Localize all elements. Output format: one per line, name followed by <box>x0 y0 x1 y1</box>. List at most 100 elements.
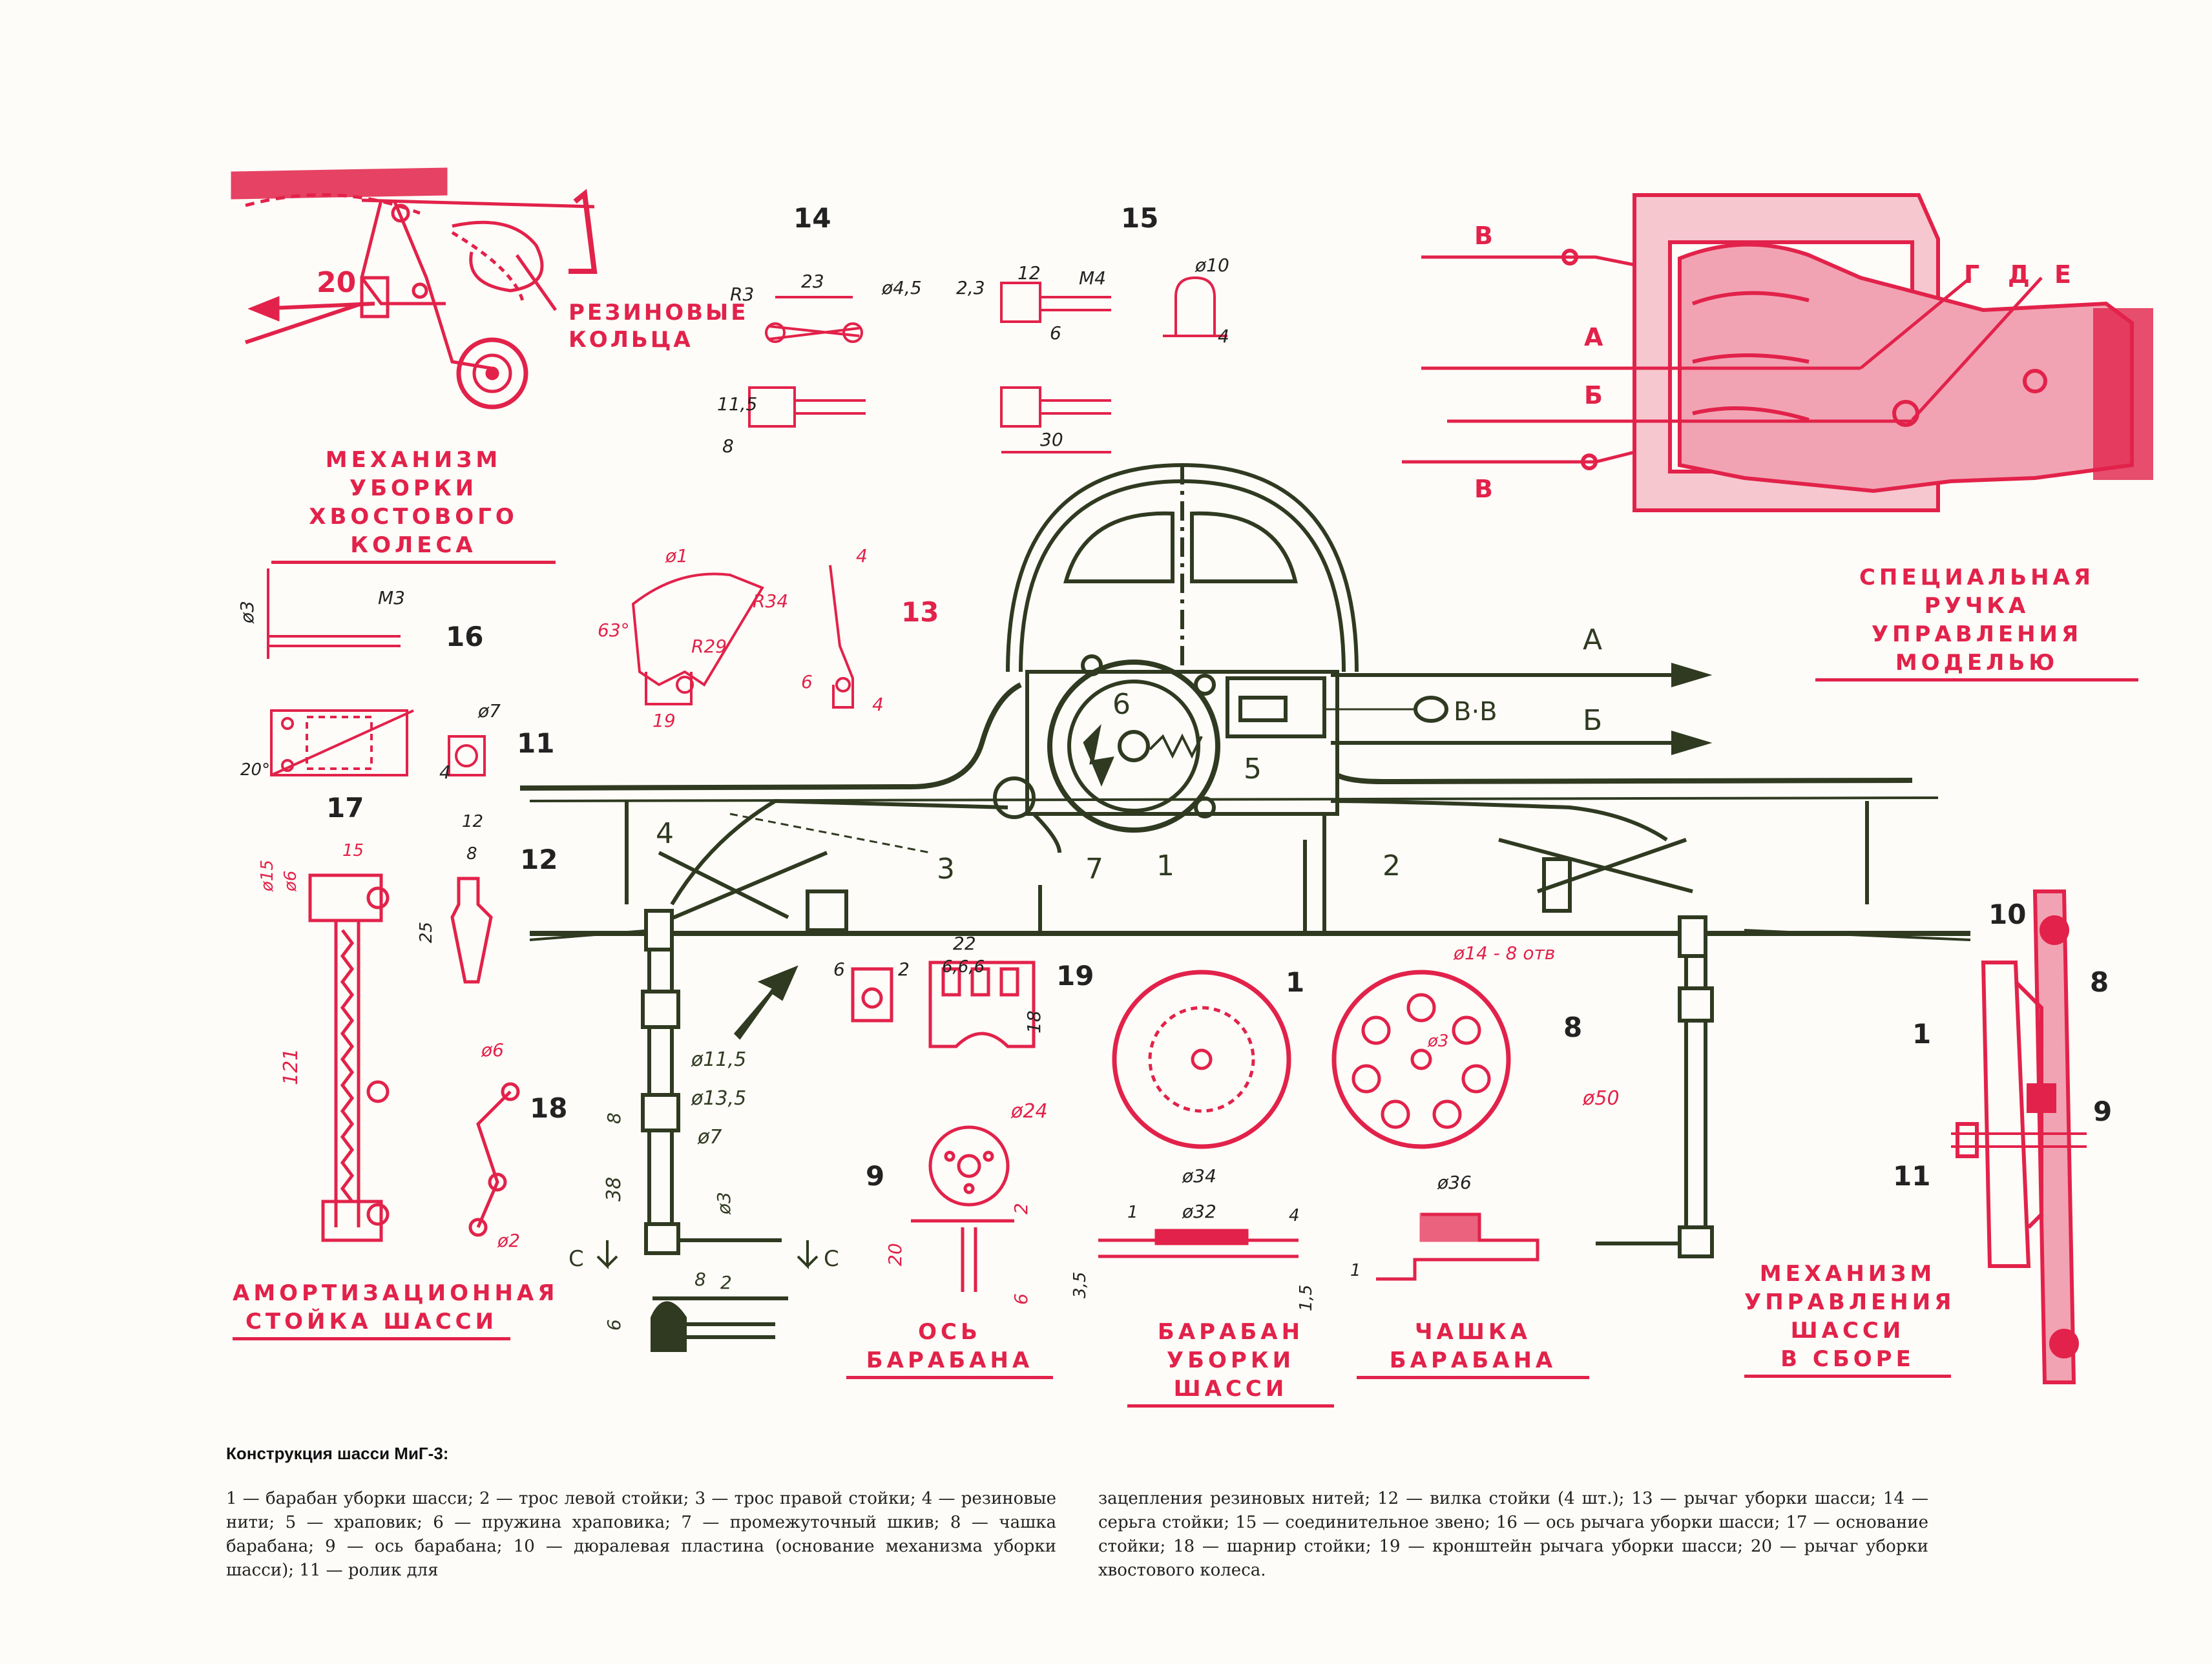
main-part-5: 5 <box>1244 753 1262 785</box>
caption-left-column: 1 — барабан уборки шасси; 2 — трос левой… <box>226 1489 1056 1580</box>
cable-a-arrow: А <box>1583 623 1602 656</box>
dim-11-d7: ø7 <box>477 700 501 722</box>
dim-19-6: 6 <box>833 959 845 980</box>
title-shock-strut-line2: СТОЙКА ШАССИ <box>233 1307 510 1340</box>
part-18-label: 18 <box>530 1092 567 1124</box>
cable-b-arrow: Б <box>1583 704 1602 737</box>
main-part-1: 1 <box>1156 849 1174 882</box>
assembly-drawing <box>1951 889 2087 1384</box>
asm-part-1: 1 <box>1912 1018 1931 1050</box>
dim-14-23: 23 <box>801 271 824 292</box>
dim-12-8: 8 <box>466 844 477 864</box>
part-1-drum-label: 1 <box>1286 966 1304 998</box>
dim-12-25: 25 <box>417 922 436 943</box>
main-part-4: 4 <box>656 817 674 850</box>
dim-d10-4: 4 <box>1218 326 1229 347</box>
part-19-label: 19 <box>1056 960 1094 992</box>
title-assembly-line1: МЕХАНИЗМ <box>1759 1261 1936 1287</box>
parts-14-15 <box>748 276 1227 453</box>
title-assembly-line4: В СБОРЕ <box>1744 1345 1951 1378</box>
dim-14-d45: ø4,5 <box>881 277 922 298</box>
title-shock-strut: АМОРТИЗАЦИОННАЯ СТОЙКА ШАССИ <box>233 1279 559 1340</box>
dim-axle-20: 20 <box>884 1243 906 1266</box>
title-drum-axle-line1: ОСЬ БАРАБАНА <box>846 1318 1053 1379</box>
cable-d: Д <box>2008 260 2030 289</box>
dim-13-19: 19 <box>652 710 676 731</box>
cable-v-top: В <box>1474 222 1493 250</box>
dim-17-20: 20° <box>240 760 270 780</box>
dim-13-r29: R29 <box>691 636 727 657</box>
dim-16-d3: ø3 <box>236 601 258 624</box>
dim-15-12: 12 <box>1017 262 1041 284</box>
cable-vv-label: В·В <box>1454 697 1497 727</box>
rubber-rings-label-2: КОЛЬЦА <box>569 327 693 353</box>
title-assembly-line2: УПРАВЛЕНИЯ <box>1744 1289 1956 1315</box>
dim-14-r3: R3 <box>730 284 754 305</box>
dim-dr-d32: ø32 <box>1182 1201 1216 1222</box>
part-14-label: 14 <box>793 202 831 234</box>
dim-19-22: 22 <box>953 933 976 954</box>
part-13-label: 13 <box>901 596 939 628</box>
leg-dim-2: 2 <box>720 1272 732 1293</box>
title-assembly: МЕХАНИЗМ УПРАВЛЕНИЯ ШАССИ В СБОРЕ <box>1744 1260 1951 1378</box>
dim-cup-1: 1 <box>1350 1261 1361 1280</box>
title-special-handle-line2: УПРАВЛЕНИЯ МОДЕЛЬЮ <box>1815 620 2138 681</box>
title-retract-drum: БАРАБАН УБОРКИ ШАССИ <box>1127 1318 1334 1408</box>
asm-part-8: 8 <box>2090 966 2109 998</box>
dim-drum-d148: ø14 - 8 отв <box>1453 942 1555 964</box>
tail-wheel-mechanism <box>231 167 598 410</box>
title-tail-mechanism: МЕХАНИЗМ УБОРКИ ХВОСТОВОГО КОЛЕСА <box>271 446 556 564</box>
dim-13-63: 63° <box>598 619 630 641</box>
part-9-label: 9 <box>866 1160 884 1192</box>
dim-dr-4: 4 <box>1289 1206 1300 1225</box>
main-part-7: 7 <box>1085 853 1103 886</box>
part-20-label: 20 <box>317 266 356 299</box>
part-16-label: 16 <box>446 621 483 652</box>
rubber-rings-label-1: РЕЗИНОВЫЕ <box>569 300 748 326</box>
main-part-2: 2 <box>1382 849 1401 882</box>
leg-dim-d3: ø3 <box>713 1192 735 1215</box>
dim-11-4: 4 <box>439 762 451 783</box>
dim-15-23: 2,3 <box>956 277 985 298</box>
main-part-3: 3 <box>937 853 955 886</box>
shock-strut-parts <box>308 873 520 1242</box>
leg-dim-d115: ø11,5 <box>691 1048 746 1071</box>
dim-15-30: 30 <box>1040 429 1063 450</box>
dim-drum-d50: ø50 <box>1582 1087 1620 1110</box>
leg-dim-8: 8 <box>603 1112 625 1124</box>
dim-dr-d34: ø34 <box>1182 1165 1216 1187</box>
dim-14-8: 8 <box>722 435 734 457</box>
dim-19-2: 2 <box>898 959 910 980</box>
title-drum-cup: ЧАШКА БАРАБАНА <box>1357 1318 1589 1379</box>
dim-19-18: 18 <box>1023 1010 1045 1034</box>
title-shock-strut-line1: АМОРТИЗАЦИОННАЯ <box>233 1280 559 1306</box>
leg-dim-6: 6 <box>603 1319 625 1331</box>
asm-part-9: 9 <box>2093 1096 2112 1127</box>
dim-13-r34: R34 <box>753 590 788 612</box>
cable-a-handle: А <box>1584 323 1603 351</box>
parts-16-17-11-13 <box>267 565 854 776</box>
dim-axle-2: 2 <box>1010 1203 1032 1214</box>
dim-d10: ø10 <box>1195 255 1229 276</box>
caption-title: Конструкция шасси МиГ-3: <box>226 1444 449 1463</box>
asm-part-10: 10 <box>1988 899 2026 930</box>
leg-dim-8b: 8 <box>694 1269 706 1290</box>
dim-13b-4: 4 <box>856 545 868 567</box>
cable-c-right: С <box>824 1246 839 1272</box>
dim-strut-d6: ø6 <box>281 871 300 892</box>
dim-18-d2: ø2 <box>497 1230 520 1251</box>
caption-right-column: зацепления резиновых нитей; 12 — вилка с… <box>1098 1489 1928 1580</box>
dim-13-d1: ø1 <box>665 545 688 567</box>
dim-15-m4: M4 <box>1079 267 1106 289</box>
dim-16-m3: M3 <box>378 587 405 608</box>
title-drum-axle: ОСЬ БАРАБАНА <box>846 1318 1053 1379</box>
asm-part-11: 11 <box>1893 1160 1930 1192</box>
title-drum-cup-line1: ЧАШКА БАРАБАНА <box>1357 1318 1589 1379</box>
dim-dr-35: 3,5 <box>1070 1272 1090 1298</box>
leg-dim-38: 38 <box>603 1177 625 1201</box>
dim-strut-121: 121 <box>280 1048 302 1085</box>
title-tail-mechanism-line1: МЕХАНИЗМ УБОРКИ <box>325 447 502 501</box>
special-handle-drawing <box>1402 193 2153 512</box>
title-retract-drum-line2: УБОРКИ ШАССИ <box>1127 1346 1334 1408</box>
